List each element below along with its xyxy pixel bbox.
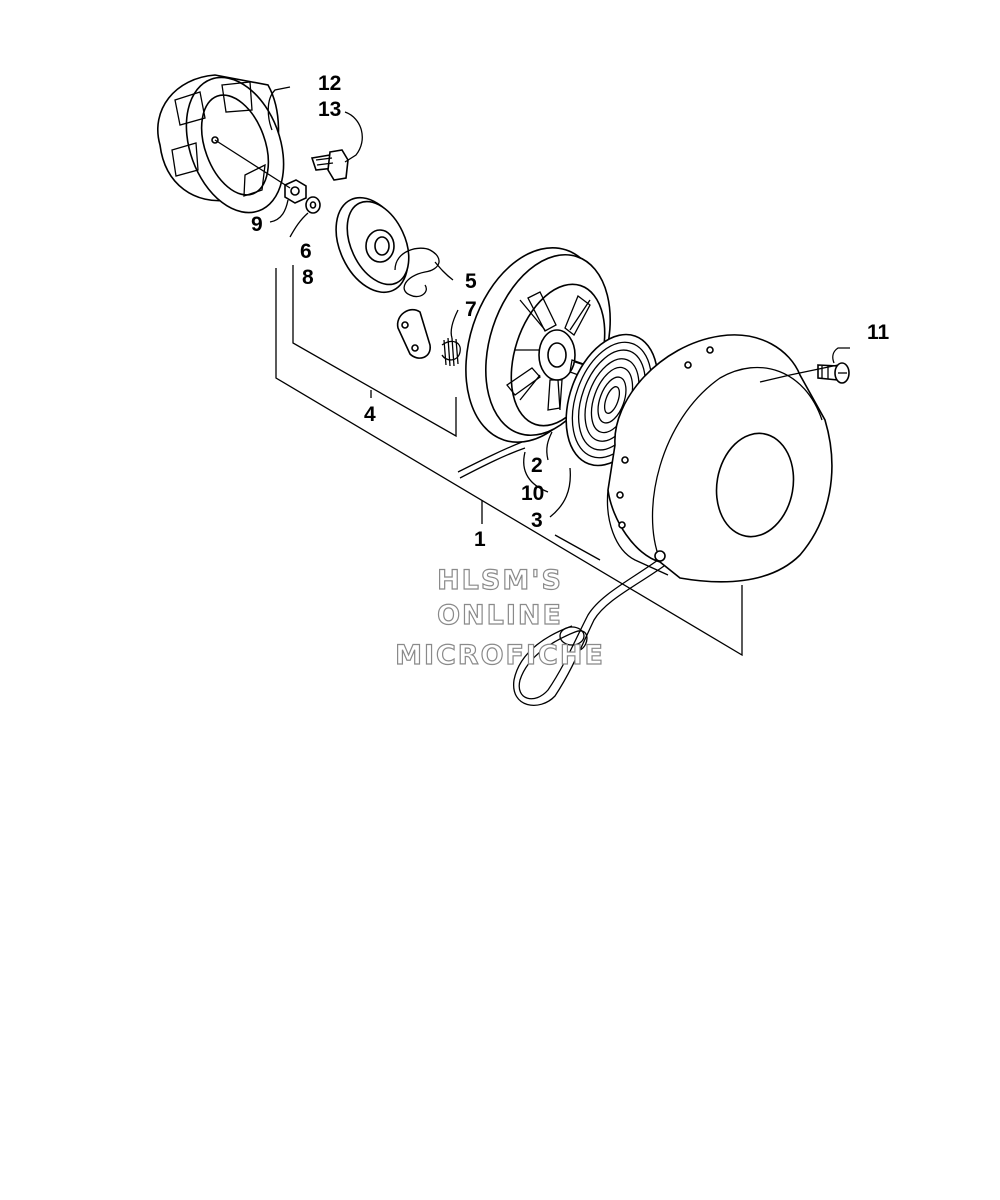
axle-line (214, 139, 291, 189)
starter-cup-part-12 (157, 74, 285, 214)
callout-6: 6 (300, 240, 312, 263)
callout-8: 8 (302, 266, 314, 289)
callout-12: 12 (318, 72, 341, 95)
pawl-spring-part-7 (441, 337, 461, 367)
callout-10: 10 (521, 482, 544, 505)
callout-3: 3 (531, 509, 543, 532)
starter-housing-part-1 (606, 334, 833, 583)
nut-part-9 (284, 179, 307, 204)
callout-4: 4 (364, 403, 376, 426)
watermark-line-1: HLSM'S (437, 565, 563, 596)
washer-part-6 (305, 196, 321, 214)
callout-11: 11 (867, 321, 890, 344)
leader-lines (267, 86, 850, 657)
starter-rope-part-2 (457, 441, 665, 706)
drive-plate-part-8 (335, 196, 410, 294)
bolt-part-13 (310, 149, 349, 181)
wire-spring-part-5 (394, 247, 440, 298)
watermark: HLSM'S ONLINE MICROFICHE (394, 564, 605, 671)
callout-5: 5 (465, 270, 477, 293)
callout-13: 13 (318, 98, 341, 121)
watermark-line-2: ONLINE (437, 600, 563, 631)
pawl-part-7 (396, 308, 431, 359)
callout-1: 1 (474, 528, 486, 551)
watermark-line-3: MICROFICHE (395, 640, 605, 671)
callout-9: 9 (251, 213, 263, 236)
callout-7: 7 (465, 298, 477, 321)
callout-2: 2 (531, 454, 543, 477)
